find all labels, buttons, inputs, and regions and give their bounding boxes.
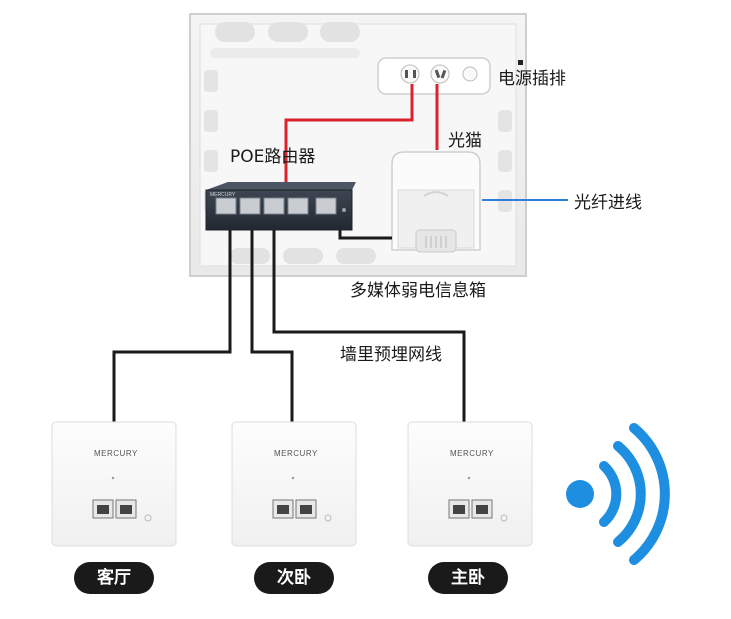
room-label-master-bedroom: 主卧 bbox=[428, 562, 508, 594]
router-modem-cable bbox=[338, 228, 392, 240]
lan-cables bbox=[112, 230, 466, 424]
poe-router-label: POE路由器 bbox=[230, 147, 316, 167]
panel-second-bedroom bbox=[231, 421, 357, 547]
wifi-signal-icon bbox=[566, 423, 670, 565]
media-box-label: 多媒体弱电信息箱 bbox=[350, 281, 486, 301]
router-brand: MERCURY bbox=[210, 192, 236, 198]
fiber-input-label: 光纤进线 bbox=[574, 193, 642, 213]
ethernet-port-icon bbox=[215, 197, 337, 215]
panel-brand: MERCURY bbox=[274, 449, 318, 458]
power-strip-label: 电源插排 bbox=[498, 69, 566, 89]
power-strip bbox=[377, 57, 523, 95]
panel-living bbox=[51, 421, 177, 547]
power-outlet-icon bbox=[400, 64, 478, 84]
power-cables bbox=[284, 84, 439, 186]
room-label-second-bedroom: 次卧 bbox=[254, 562, 334, 594]
room-label-living: 客厅 bbox=[74, 562, 154, 594]
poe-router: MERCURY bbox=[205, 182, 356, 231]
optical-modem-label: 光猫 bbox=[448, 131, 482, 151]
panel-master-bedroom bbox=[407, 421, 533, 547]
panel-brand: MERCURY bbox=[450, 449, 494, 458]
panel-brand: MERCURY bbox=[94, 449, 138, 458]
wall-cable-label: 墙里预埋网线 bbox=[340, 345, 442, 365]
optical-modem bbox=[391, 151, 481, 253]
